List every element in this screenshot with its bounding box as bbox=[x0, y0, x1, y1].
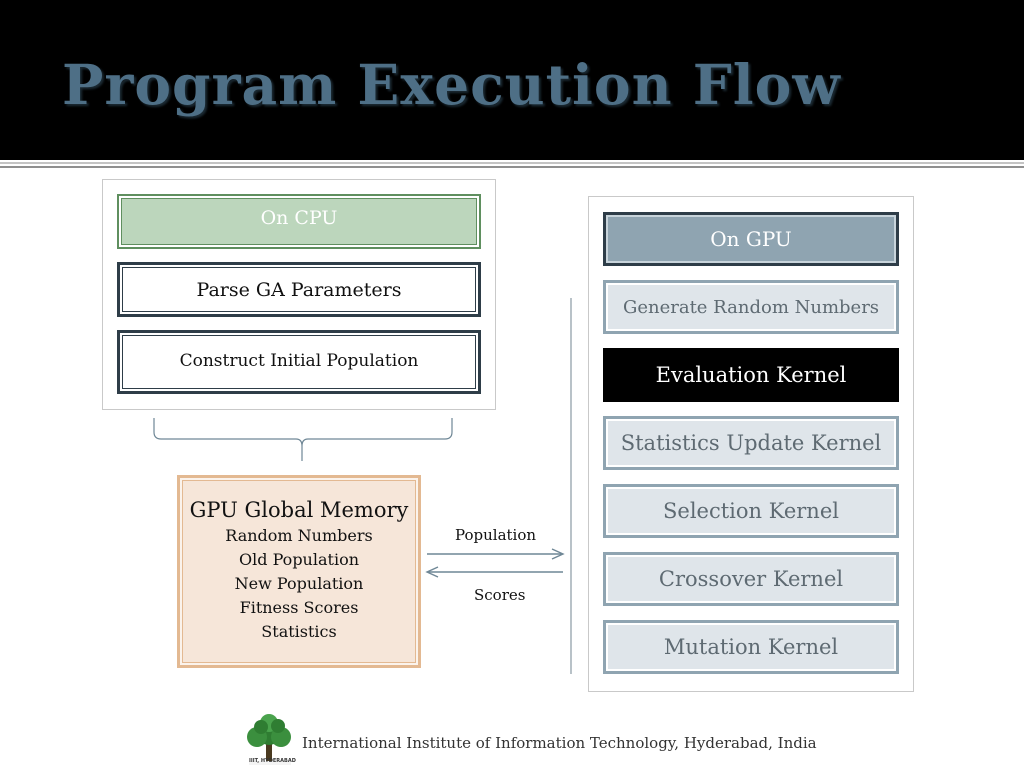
population-label: Population bbox=[455, 526, 537, 544]
cpu-step-parse: Parse GA Parameters bbox=[117, 262, 481, 317]
memory-item-old-population: Old Population bbox=[239, 550, 359, 569]
divider-line bbox=[0, 166, 1024, 168]
title-bar bbox=[0, 0, 1024, 160]
cpu-to-memory-brace bbox=[153, 418, 453, 461]
memory-item-statistics: Statistics bbox=[261, 622, 337, 641]
cpu-step-construct: Construct Initial Population bbox=[117, 330, 481, 394]
gpu-header: On GPU bbox=[603, 212, 899, 266]
memory-title: GPU Global Memory bbox=[189, 498, 409, 522]
memory-item-new-population: New Population bbox=[234, 574, 364, 593]
memory-item-random-numbers: Random Numbers bbox=[225, 526, 373, 545]
population-arrowhead bbox=[551, 548, 565, 560]
kernel-mutation: Mutation Kernel bbox=[603, 620, 899, 674]
scores-label: Scores bbox=[474, 586, 526, 604]
logo-caption: IIIT, HYDERABAD bbox=[249, 758, 296, 764]
kernel-statistics-update: Statistics Update Kernel bbox=[603, 416, 899, 470]
cpu-header: On CPU bbox=[117, 194, 481, 249]
kernel-selection: Selection Kernel bbox=[603, 484, 899, 538]
footer-institute: International Institute of Information T… bbox=[302, 734, 817, 752]
memory-item-fitness-scores: Fitness Scores bbox=[239, 598, 359, 617]
kernel-crossover: Crossover Kernel bbox=[603, 552, 899, 606]
iiit-logo bbox=[247, 714, 291, 765]
kernel-generate-random-numbers: Generate Random Numbers bbox=[603, 280, 899, 334]
kernel-evaluation: Evaluation Kernel bbox=[603, 348, 899, 402]
divider-line bbox=[0, 162, 1024, 164]
scores-arrowhead bbox=[425, 566, 439, 578]
gpu-global-memory: GPU Global Memory Random Numbers Old Pop… bbox=[177, 475, 421, 668]
slide-title: Program Execution Flow bbox=[62, 52, 841, 117]
